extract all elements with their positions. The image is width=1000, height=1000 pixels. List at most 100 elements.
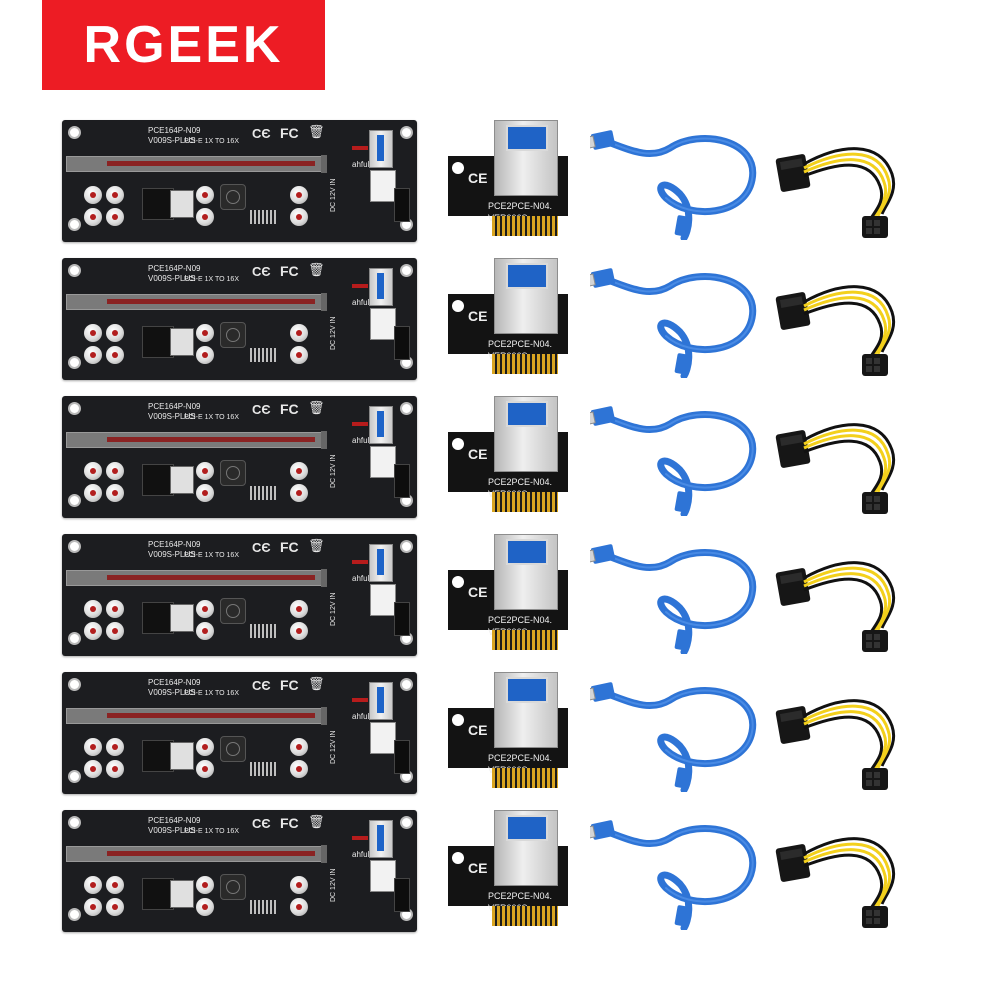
riser-brand-mark: ahful (352, 436, 370, 445)
pcie-slot-contacts (107, 851, 315, 856)
pcie-x1-adapter: CE PCE2PCE-N04. VER006S (444, 258, 572, 378)
sata-to-pcie-power-cable[interactable] (770, 686, 910, 796)
mounting-hole (68, 770, 81, 783)
usb3-port[interactable] (369, 682, 393, 720)
usb3-socket-tongue (506, 125, 548, 151)
capacitor (106, 346, 124, 364)
sata-power-connector[interactable] (394, 464, 410, 498)
usb3-cable[interactable] (590, 120, 770, 240)
pcie-x1-adapter: CE PCE2PCE-N04. VER006S (444, 120, 572, 240)
sata-power-connector[interactable] (394, 188, 410, 222)
capacitor (290, 738, 308, 756)
mounting-hole (68, 816, 81, 829)
riser-version: V009S-PLUS (148, 826, 196, 835)
inductor (220, 460, 246, 486)
adapter-ce-mark: CE (468, 860, 488, 876)
product-row: PCE164P-N09 V009S-PLUS PCI-E 1X TO 16X C… (0, 534, 1000, 656)
capacitor (290, 186, 308, 204)
capacitor (106, 208, 124, 226)
capacitor (84, 898, 102, 916)
usb3-socket[interactable] (494, 534, 558, 610)
capacitor (84, 600, 102, 618)
capacitor (290, 324, 308, 342)
molex-power-connector[interactable] (370, 446, 396, 478)
molex-power-connector[interactable] (370, 584, 396, 616)
usb3-port[interactable] (369, 406, 393, 444)
status-led (352, 560, 368, 564)
product-row: PCE164P-N09 V009S-PLUS PCI-E 1X TO 16X C… (0, 672, 1000, 794)
pcie-x1-gold-contacts (492, 354, 558, 374)
usb3-cable[interactable] (590, 672, 770, 792)
voltage-regulator (170, 604, 194, 632)
usb3-socket[interactable] (494, 672, 558, 748)
riser-version: V009S-PLUS (148, 550, 196, 559)
molex-power-connector[interactable] (370, 308, 396, 340)
sata-to-pcie-power-cable[interactable] (770, 824, 910, 934)
inductor (220, 184, 246, 210)
capacitor (196, 324, 214, 342)
pcie-6pin-plug-icon (862, 216, 888, 238)
product-row: PCE164P-N09 V009S-PLUS PCI-E 1X TO 16X C… (0, 120, 1000, 242)
capacitor (106, 622, 124, 640)
capacitor (196, 462, 214, 480)
sata-power-connector[interactable] (394, 740, 410, 774)
riser-board: PCE164P-N09 V009S-PLUS PCI-E 1X TO 16X C… (62, 672, 417, 794)
usb3-cable[interactable] (590, 396, 770, 516)
sata-power-connector[interactable] (394, 326, 410, 360)
molex-power-connector[interactable] (370, 860, 396, 892)
usb-plug-icon (674, 905, 692, 927)
riser-slot-label: PCI-E 1X TO 16X (184, 552, 239, 559)
adapter-ce-mark: CE (468, 584, 488, 600)
riser-brand-mark: ahful (352, 850, 370, 859)
capacitor (290, 208, 308, 226)
capacitor (84, 462, 102, 480)
fc-mark: FC (280, 677, 299, 693)
usb3-socket[interactable] (494, 258, 558, 334)
mounting-hole (68, 126, 81, 139)
usb3-socket-tongue (506, 677, 548, 703)
adapter-model: PCE2PCE-N04. (488, 477, 553, 487)
sata-to-pcie-power-cable[interactable] (770, 134, 910, 244)
mounting-hole (400, 264, 413, 277)
usb3-cable[interactable] (590, 810, 770, 930)
mounting-hole (68, 632, 81, 645)
usb3-socket[interactable] (494, 120, 558, 196)
fc-mark: FC (280, 401, 299, 417)
brand-logo-text: RGEEK (83, 16, 284, 74)
pcie-slot-contacts (107, 161, 315, 166)
usb3-socket[interactable] (494, 810, 558, 886)
sata-to-pcie-power-cable[interactable] (770, 548, 910, 658)
sata-power-connector[interactable] (394, 878, 410, 912)
molex-power-connector[interactable] (370, 722, 396, 754)
inductor (220, 736, 246, 762)
usb-plug-icon (674, 629, 692, 651)
voltage-regulator (170, 190, 194, 218)
riser-brand-mark: ahful (352, 574, 370, 583)
usb3-port[interactable] (369, 544, 393, 582)
capacitor (196, 600, 214, 618)
usb-plug-icon (590, 820, 616, 841)
product-row: PCE164P-N09 V009S-PLUS PCI-E 1X TO 16X C… (0, 258, 1000, 380)
riser-version: V009S-PLUS (148, 274, 196, 283)
sata-to-pcie-power-cable[interactable] (770, 272, 910, 382)
usb3-port[interactable] (369, 130, 393, 168)
capacitor (84, 738, 102, 756)
mounting-hole (452, 438, 464, 450)
sata-to-pcie-power-cable[interactable] (770, 410, 910, 520)
usb3-cable[interactable] (590, 258, 770, 378)
molex-power-connector[interactable] (370, 170, 396, 202)
pcie-x1-adapter: CE PCE2PCE-N04. VER006S (444, 396, 572, 516)
pcie-6pin-plug-icon (862, 906, 888, 928)
riser-power-label: DC 12V IN (330, 454, 337, 488)
voltage-regulator (170, 742, 194, 770)
capacitor (196, 484, 214, 502)
pcie-x1-gold-contacts (492, 768, 558, 788)
usb3-socket[interactable] (494, 396, 558, 472)
usb3-port[interactable] (369, 268, 393, 306)
usb3-port[interactable] (369, 820, 393, 858)
usb3-socket-tongue (506, 401, 548, 427)
sata-plug-icon (775, 430, 811, 468)
usb3-cable[interactable] (590, 534, 770, 654)
sata-power-connector[interactable] (394, 602, 410, 636)
capacitor (290, 462, 308, 480)
